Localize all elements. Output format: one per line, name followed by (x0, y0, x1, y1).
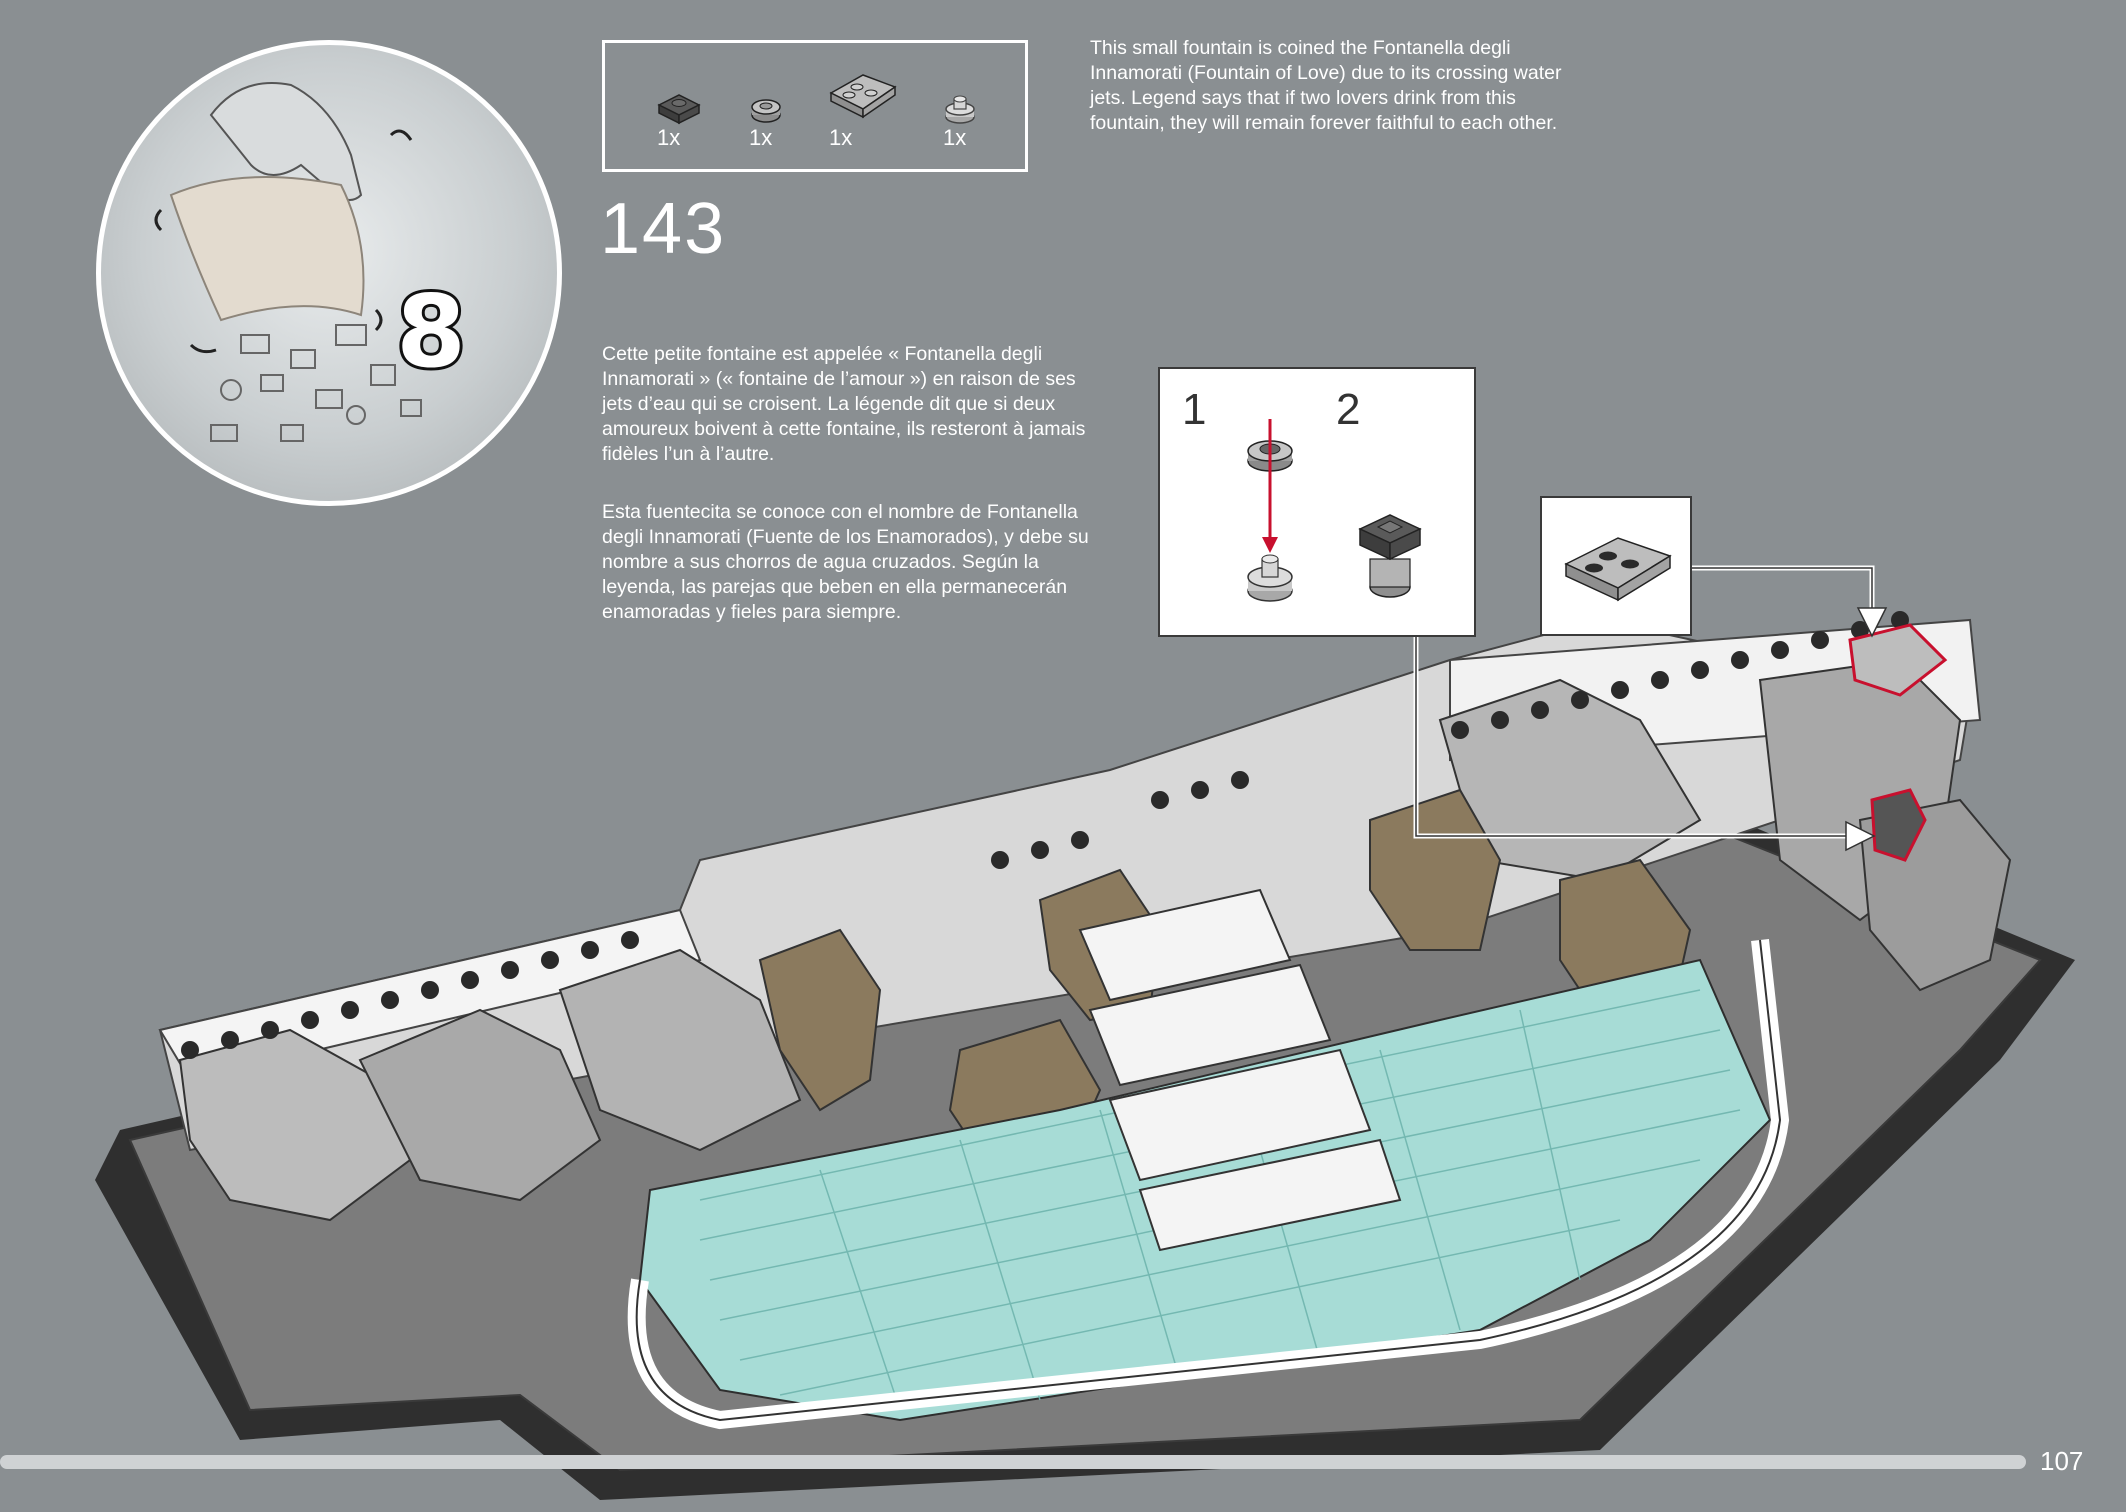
callout-box (1540, 496, 1692, 636)
substep-label: 1 (1182, 385, 1207, 434)
substep-box: 1 2 (1158, 367, 1476, 637)
description-french: Cette petite fontaine est appelée « Font… (602, 343, 1086, 465)
part-qty: 1x (657, 125, 681, 150)
substep-label: 2 (1336, 385, 1361, 434)
part-qty: 1x (829, 125, 853, 150)
page-number: 107 (2040, 1446, 2084, 1476)
wedge-plate-icon (1564, 537, 1672, 602)
bag-illustration: 8 (96, 40, 562, 506)
description-english: This small fountain is coined the Fontan… (1090, 37, 1562, 134)
description-spanish: Esta fuentecita se conoce con el nombre … (602, 501, 1089, 623)
part-qty: 1x (749, 125, 773, 150)
step-number: 143 (600, 189, 727, 269)
wedge-plate-icon (829, 74, 897, 119)
substep-assembly-icon (1247, 419, 1422, 602)
round-cone-icon (945, 95, 975, 124)
parts-list: 1x 1x 1x 1x (602, 40, 1028, 172)
bag-icon (154, 82, 422, 442)
round-plate-icon (751, 99, 781, 123)
progress-bar (0, 1455, 2026, 1469)
part-qty: 1x (943, 125, 967, 150)
dark-gray-plate-1x1-icon (657, 94, 701, 125)
bag-number: 8 (393, 273, 469, 390)
